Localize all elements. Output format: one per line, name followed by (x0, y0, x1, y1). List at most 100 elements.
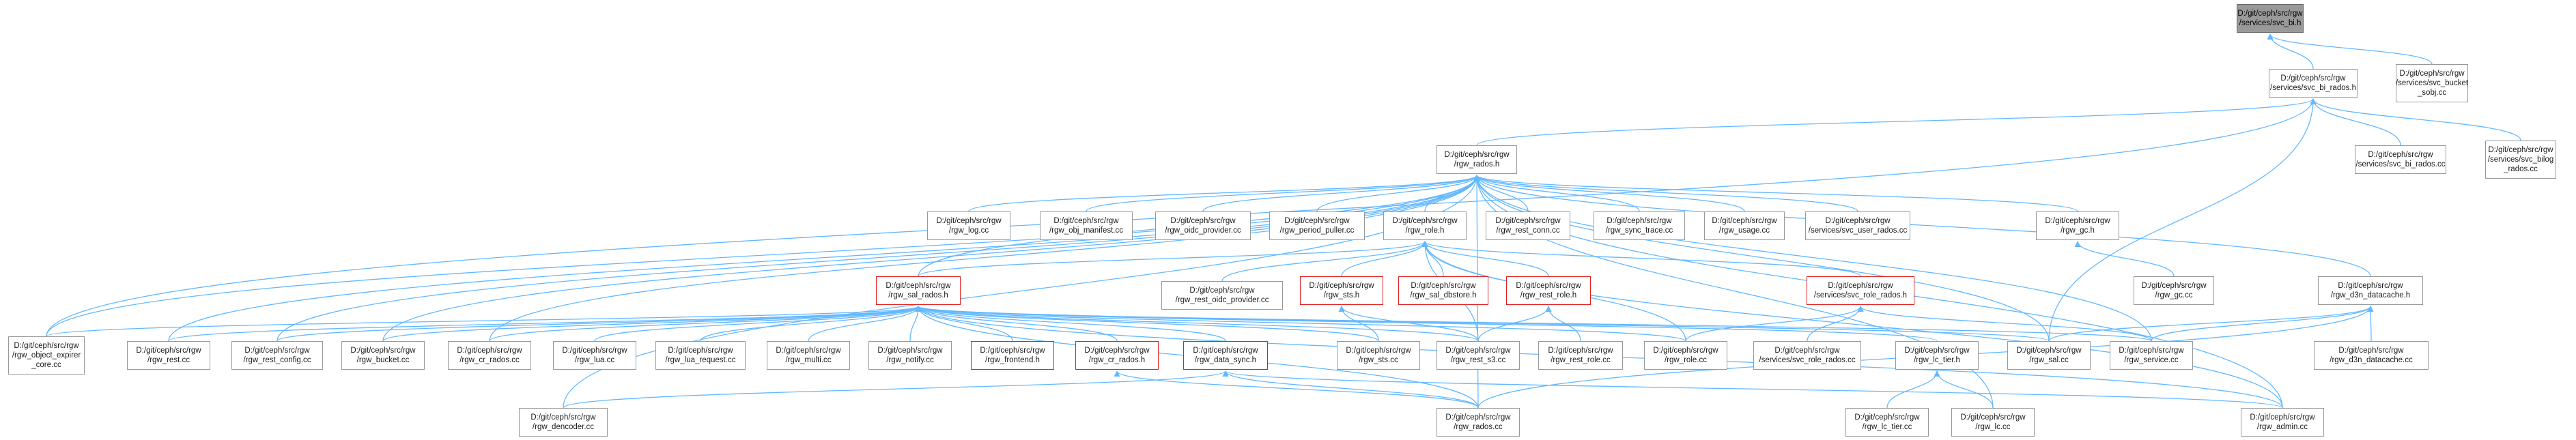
edge-rgw-lc-tier-cc-to-rgw-lc-tier-h (1886, 370, 1940, 409)
node-label: D:/git/ceph/src/rgw /rgw_lc_tier.h (1904, 347, 1970, 364)
node-label: D:/git/ceph/src/rgw /rgw_period_puller.c… (1279, 217, 1355, 235)
node-rgw-lc-tier-cc[interactable]: D:/git/ceph/src/rgw /rgw_lc_tier.cc (1845, 408, 1929, 437)
node-rgw-rest-config-cc[interactable]: D:/git/ceph/src/rgw /rgw_rest_config.cc (231, 341, 323, 370)
node-label: D:/git/ceph/src/rgw /rgw_rest_conn.cc (1495, 217, 1561, 235)
node-rgw-rest-oidc-provider-cc[interactable]: D:/git/ceph/src/rgw /rgw_rest_oidc_provi… (1161, 281, 1283, 310)
edge-rgw-frontend-h-to-rgw-sal-rados-h (915, 306, 1013, 342)
node-svc-user-rados-cc[interactable]: D:/git/ceph/src/rgw /services/svc_user_r… (1805, 211, 1910, 240)
node-label: D:/git/ceph/src/rgw /services/svc_bi.h (2237, 10, 2303, 27)
node-rgw-period-puller-cc[interactable]: D:/git/ceph/src/rgw /rgw_period_puller.c… (1269, 211, 1365, 240)
node-rgw-rest-conn-cc[interactable]: D:/git/ceph/src/rgw /rgw_rest_conn.cc (1486, 211, 1570, 240)
node-rgw-gc-h[interactable]: D:/git/ceph/src/rgw /rgw_gc.h (2036, 211, 2119, 240)
edge-rgw-lua-request-cc-to-rgw-sal-rados-h (700, 306, 922, 342)
node-rgw-rados-h[interactable]: D:/git/ceph/src/rgw /rgw_rados.h (1436, 145, 1517, 174)
node-label: D:/git/ceph/src/rgw /rgw_sal.cc (2016, 347, 2082, 364)
edge-rgw-role-cc-to-rgw-sal-rados-h (915, 306, 1686, 342)
node-svc-bi-rados-cc[interactable]: D:/git/ceph/src/rgw /services/svc_bi_rad… (2355, 145, 2446, 174)
node-rgw-sal-cc[interactable]: D:/git/ceph/src/rgw /rgw_sal.cc (2007, 341, 2091, 370)
edge-rgw-rest-config-cc-to-rgw-rados-h (277, 175, 1480, 342)
node-label: D:/git/ceph/src/rgw /rgw_bucket.cc (350, 347, 416, 364)
node-rgw-sync-trace-cc[interactable]: D:/git/ceph/src/rgw /rgw_sync_trace.cc (1594, 211, 1685, 240)
node-label: D:/git/ceph/src/rgw /services/svc_bilog … (2487, 146, 2554, 173)
edge-rgw-sts-h-to-rgw-role-h (1341, 241, 1428, 277)
node-rgw-lc-tier-h[interactable]: D:/git/ceph/src/rgw /rgw_lc_tier.h (1895, 341, 1979, 370)
node-rgw-multi-cc[interactable]: D:/git/ceph/src/rgw /rgw_multi.cc (767, 341, 850, 370)
edge-rgw-service-cc-to-svc-role-rados-h (1857, 306, 2152, 342)
node-label: D:/git/ceph/src/rgw /rgw_sts.h (1309, 282, 1374, 299)
node-label: D:/git/ceph/src/rgw /rgw_rest_config.cc (243, 347, 311, 364)
node-svc-bucket-sobj-cc[interactable]: D:/git/ceph/src/rgw /services/svc_bucket… (2396, 64, 2468, 102)
edge-svc-role-rados-h-to-rgw-role-h (1421, 241, 1861, 277)
edge-rgw-gc-cc-to-rgw-gc-h (2074, 241, 2175, 277)
node-label: D:/git/ceph/src/rgw /rgw_frontend.h (980, 347, 1045, 364)
node-rgw-oidc-provider-cc[interactable]: D:/git/ceph/src/rgw /rgw_oidc_provider.c… (1155, 211, 1251, 240)
node-svc-bi-rados-h[interactable]: D:/git/ceph/src/rgw /services/svc_bi_rad… (2269, 69, 2358, 98)
edge-svc-bilog-rados-cc-to-svc-bi-rados-h (2310, 98, 2521, 141)
edge-rgw-service-cc-to-rgw-sal-rados-h (916, 306, 2152, 342)
node-label: D:/git/ceph/src/rgw /rgw_cr_rados.h (1084, 347, 1150, 364)
node-label: D:/git/ceph/src/rgw /rgw_rados.cc (1445, 413, 1511, 431)
node-rgw-notify-cc[interactable]: D:/git/ceph/src/rgw /rgw_notify.cc (868, 341, 952, 370)
node-rgw-log-cc[interactable]: D:/git/ceph/src/rgw /rgw_log.cc (927, 211, 1010, 240)
node-rgw-usage-cc[interactable]: D:/git/ceph/src/rgw /rgw_usage.cc (1704, 211, 1785, 240)
edge-rgw-rados-h-to-svc-bi-rados-h (1476, 98, 2317, 146)
node-label: D:/git/ceph/src/rgw /rgw_lc_tier.cc (1854, 413, 1920, 431)
node-rgw-role-h[interactable]: D:/git/ceph/src/rgw /rgw_role.h (1383, 211, 1467, 240)
edge-rgw-sal-cc-to-rgw-d3n-datacache-h (2048, 306, 2374, 342)
node-rgw-frontend-h[interactable]: D:/git/ceph/src/rgw /rgw_frontend.h (971, 341, 1054, 370)
node-label: D:/git/ceph/src/rgw /rgw_sal_dbstore.h (1410, 282, 1477, 299)
node-label: D:/git/ceph/src/rgw /rgw_lua_request.cc (665, 347, 736, 364)
node-rgw-rest-s3-cc[interactable]: D:/git/ceph/src/rgw /rgw_rest_s3.cc (1436, 341, 1520, 370)
node-rgw-cr-rados-h[interactable]: D:/git/ceph/src/rgw /rgw_cr_rados.h (1075, 341, 1159, 370)
node-rgw-gc-cc[interactable]: D:/git/ceph/src/rgw /rgw_gc.cc (2134, 276, 2214, 305)
node-rgw-lc-cc[interactable]: D:/git/ceph/src/rgw /rgw_lc.cc (1951, 408, 2035, 437)
node-rgw-sts-h[interactable]: D:/git/ceph/src/rgw /rgw_sts.h (1300, 276, 1383, 305)
node-rgw-sal-dbstore-h[interactable]: D:/git/ceph/src/rgw /rgw_sal_dbstore.h (1398, 276, 1488, 305)
edge-rgw-rest-oidc-provider-cc-to-rgw-role-h (1221, 241, 1428, 282)
node-rgw-rest-role-cc[interactable]: D:/git/ceph/src/rgw /rgw_rest_role.cc (1538, 341, 1623, 370)
edge-rgw-gc-h-to-rgw-rados-h (1473, 175, 2078, 212)
node-rgw-d3n-datacache-h[interactable]: D:/git/ceph/src/rgw /rgw_d3n_datacache.h (2318, 276, 2423, 305)
node-rgw-object-expirer-core-cc[interactable]: D:/git/ceph/src/rgw /rgw_object_expirer … (8, 336, 85, 375)
edge-rgw-rest-s3-cc-to-rgw-sal-rados-h (915, 306, 1479, 342)
edge-rgw-d3n-datacache-cc-to-rgw-d3n-datacache-h (2367, 306, 2374, 342)
node-rgw-sts-cc[interactable]: D:/git/ceph/src/rgw /rgw_sts.cc (1337, 341, 1420, 370)
node-rgw-rest-role-h[interactable]: D:/git/ceph/src/rgw /rgw_rest_role.h (1506, 276, 1591, 305)
node-svc-role-rados-h[interactable]: D:/git/ceph/src/rgw /services/svc_role_r… (1807, 276, 1914, 305)
node-rgw-service-cc[interactable]: D:/git/ceph/src/rgw /rgw_service.cc (2110, 341, 2193, 370)
node-rgw-admin-cc[interactable]: D:/git/ceph/src/rgw /rgw_admin.cc (2241, 408, 2324, 437)
node-svc-role-rados-cc[interactable]: D:/git/ceph/src/rgw /services/svc_role_r… (1753, 341, 1861, 370)
node-rgw-bucket-cc[interactable]: D:/git/ceph/src/rgw /rgw_bucket.cc (341, 341, 425, 370)
edge-rgw-oidc-provider-cc-to-rgw-rados-h (1202, 175, 1480, 212)
edge-rgw-service-cc-to-rgw-rados-h (1473, 175, 2152, 342)
edge-rgw-bucket-cc-to-rgw-sal-rados-h (382, 306, 922, 342)
node-rgw-lua-cc[interactable]: D:/git/ceph/src/rgw /rgw_lua.cc (553, 341, 636, 370)
edge-rgw-cr-rados-cc-to-rgw-sal-rados-h (489, 306, 922, 342)
node-rgw-data-sync-h[interactable]: D:/git/ceph/src/rgw /rgw_data_sync.h (1183, 341, 1268, 370)
node-rgw-d3n-datacache-cc[interactable]: D:/git/ceph/src/rgw /rgw_d3n_datacache.c… (2314, 341, 2429, 370)
edge-rgw-rest-role-h-to-rgw-role-h (1421, 241, 1549, 277)
node-label: D:/git/ceph/src/rgw /rgw_lua.cc (562, 347, 627, 364)
node-rgw-rest-cc[interactable]: D:/git/ceph/src/rgw /rgw_rest.cc (127, 341, 210, 370)
edge-rgw-sts-cc-to-rgw-sal-rados-h (915, 306, 1379, 342)
node-label: D:/git/ceph/src/rgw /rgw_lc.cc (1960, 413, 2026, 431)
node-rgw-obj-manifest-cc[interactable]: D:/git/ceph/src/rgw /rgw_obj_manifest.cc (1040, 211, 1133, 240)
edge-rgw-sync-trace-cc-to-rgw-rados-h (1473, 175, 1640, 212)
edge-rgw-bucket-cc-to-rgw-rados-h (382, 175, 1480, 342)
edge-rgw-lua-cc-to-rgw-sal-rados-h (594, 306, 922, 342)
node-svc-bilog-rados-cc[interactable]: D:/git/ceph/src/rgw /services/svc_bilog … (2485, 141, 2556, 179)
node-label: D:/git/ceph/src/rgw /rgw_sts.cc (1346, 347, 1411, 364)
edge-rgw-admin-cc-to-rgw-data-sync-h (1222, 370, 2283, 409)
node-rgw-rados-cc[interactable]: D:/git/ceph/src/rgw /rgw_rados.cc (1436, 408, 1520, 437)
node-rgw-sal-rados-h[interactable]: D:/git/ceph/src/rgw /rgw_sal_rados.h (876, 276, 961, 305)
edge-rgw-dencoder-cc-to-rgw-data-sync-h (563, 370, 1229, 409)
node-label: D:/git/ceph/src/rgw /services/svc_role_r… (1813, 282, 1908, 299)
node-rgw-role-cc[interactable]: D:/git/ceph/src/rgw /rgw_role.cc (1644, 341, 1727, 370)
node-rgw-dencoder-cc[interactable]: D:/git/ceph/src/rgw /rgw_dencoder.cc (519, 408, 608, 437)
node-rgw-cr-rados-cc[interactable]: D:/git/ceph/src/rgw /rgw_cr_rados.cc (448, 341, 531, 370)
node-svc-bi-h[interactable]: D:/git/ceph/src/rgw /services/svc_bi.h (2237, 4, 2304, 33)
node-label: D:/git/ceph/src/rgw /rgw_sync_trace.cc (1605, 217, 1673, 235)
edge-rgw-service-cc-to-rgw-d3n-datacache-h (2151, 306, 2374, 342)
node-rgw-lua-request-cc[interactable]: D:/git/ceph/src/rgw /rgw_lua_request.cc (655, 341, 746, 370)
